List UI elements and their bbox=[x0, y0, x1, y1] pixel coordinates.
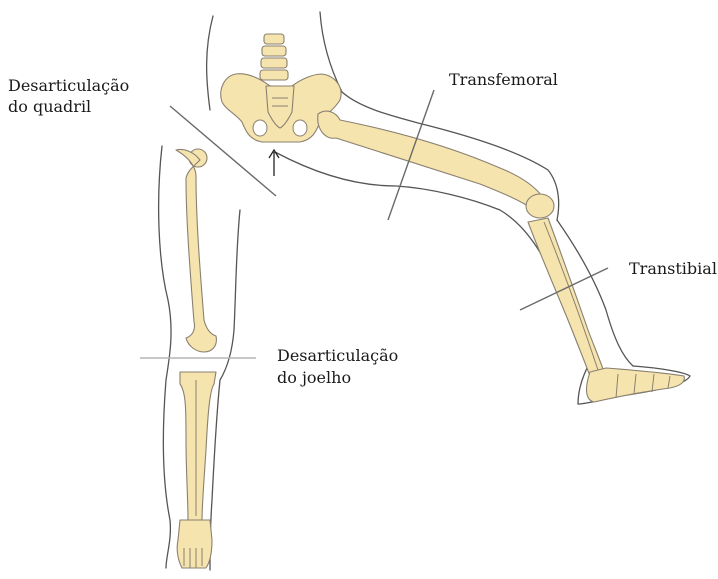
left-foot bbox=[177, 520, 212, 568]
spine bbox=[260, 34, 288, 80]
right-foot bbox=[587, 368, 685, 402]
transfemoral-label: Transfemoral bbox=[449, 69, 558, 90]
knee-disarticulation-label-line2: do joelho bbox=[277, 367, 351, 388]
hip-disarticulation-label-line1: Desarticulação bbox=[8, 75, 129, 96]
hip-disarticulation-label-line2: do quadril bbox=[8, 96, 91, 117]
right-tibia-fibula bbox=[528, 218, 604, 376]
left-tibia-fibula bbox=[180, 372, 216, 520]
left-femur bbox=[176, 149, 216, 352]
transtibial-label: Transtibial bbox=[629, 258, 717, 279]
knee-disarticulation-label-line1: Desarticulação bbox=[277, 345, 398, 366]
